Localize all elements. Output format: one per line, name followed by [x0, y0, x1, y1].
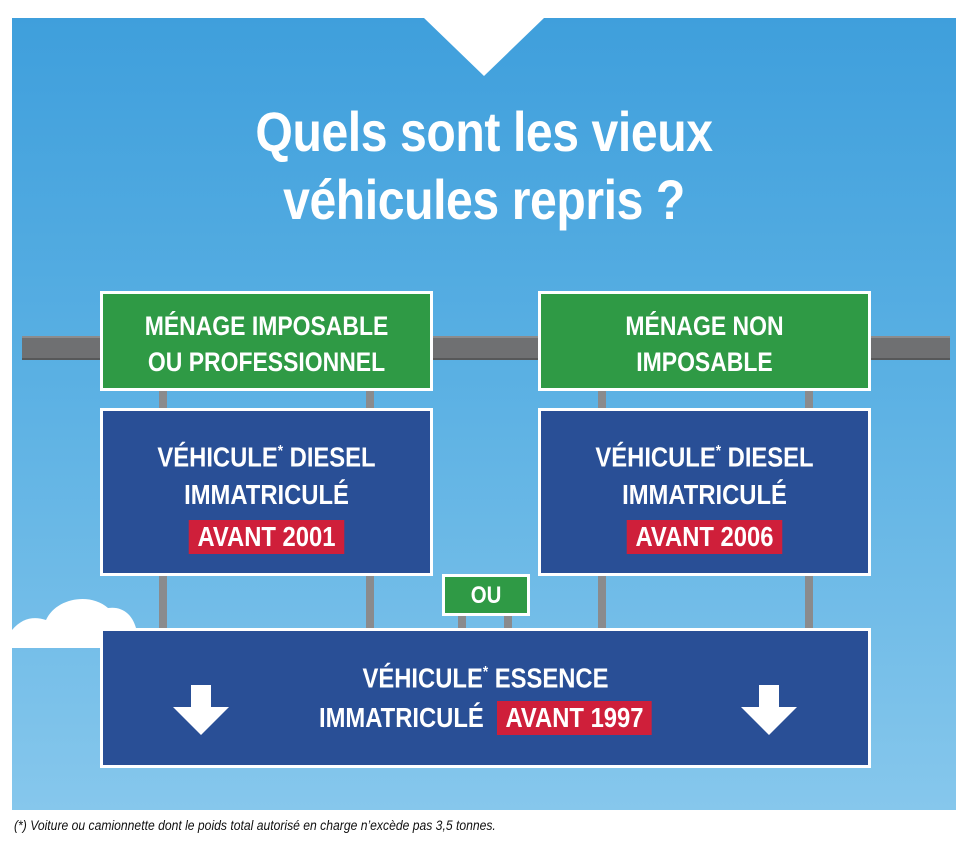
right-vehicle-line-2: IMMATRICULÉ	[622, 479, 787, 511]
bottom-vehicle-sign: VÉHICULE* ESSENCE IMMATRICULÉ AVANT 1997	[100, 628, 871, 768]
pole	[159, 574, 167, 632]
bottom-vehicle-line-2: IMMATRICULÉ AVANT 1997	[160, 698, 810, 738]
left-header-line-2: OU PROFESSIONNEL	[147, 347, 386, 377]
right-header-line-2: IMPOSABLE	[636, 347, 773, 377]
fuel-type: DIESEL	[283, 441, 376, 473]
page-title: Quels sont les vieux véhicules repris ?	[78, 98, 890, 234]
right-header-line-1: MÉNAGE NON	[625, 311, 784, 341]
right-date-tag: AVANT 2006	[626, 520, 782, 555]
bottom-date-tag: AVANT 1997	[497, 701, 653, 736]
top-notch	[424, 18, 544, 76]
right-header-sign: MÉNAGE NON IMPOSABLE	[538, 291, 871, 391]
asterisk: *	[482, 664, 489, 681]
left-header-line-1: MÉNAGE IMPOSABLE	[144, 311, 389, 341]
right-vehicle-sign: VÉHICULE* DIESEL IMMATRICULÉ AVANT 2006	[538, 408, 871, 576]
pole	[504, 612, 512, 632]
gantry-beam-center	[430, 336, 542, 360]
pole	[366, 574, 374, 632]
left-header-sign: MÉNAGE IMPOSABLE OU PROFESSIONNEL	[100, 291, 433, 391]
fuel-type: ESSENCE	[488, 662, 609, 694]
left-vehicle-line-1: VÉHICULE* DIESEL	[128, 433, 406, 476]
sky-background: Quels sont les vieux véhicules repris ? …	[12, 18, 956, 810]
down-arrow-icon	[173, 685, 229, 735]
asterisk: *	[715, 443, 722, 460]
or-sign: OU	[442, 574, 530, 616]
asterisk: *	[277, 443, 284, 460]
left-vehicle-sign: VÉHICULE* DIESEL IMMATRICULÉ AVANT 2001	[100, 408, 433, 576]
registered-word: IMMATRICULÉ	[318, 702, 484, 734]
right-vehicle-line-1: VÉHICULE* DIESEL	[566, 433, 844, 476]
title-line-2: véhicules repris ?	[283, 168, 685, 231]
footnote: (*) Voiture ou camionnette dont le poids…	[14, 818, 496, 833]
pole	[458, 612, 466, 632]
vehicle-word: VÉHICULE	[157, 441, 278, 473]
or-label: OU	[470, 582, 502, 609]
gantry-beam-left	[22, 336, 104, 360]
fuel-type: DIESEL	[721, 441, 814, 473]
left-date-tag: AVANT 2001	[188, 520, 344, 555]
vehicle-word: VÉHICULE	[362, 662, 483, 694]
vehicle-word: VÉHICULE	[595, 441, 716, 473]
gantry-beam-right	[868, 336, 950, 360]
title-line-1: Quels sont les vieux	[255, 100, 713, 163]
left-vehicle-line-2: IMMATRICULÉ	[184, 479, 349, 511]
pole	[598, 574, 606, 632]
pole	[805, 574, 813, 632]
down-arrow-icon	[741, 685, 797, 735]
bottom-vehicle-line-1: VÉHICULE* ESSENCE	[160, 653, 810, 698]
